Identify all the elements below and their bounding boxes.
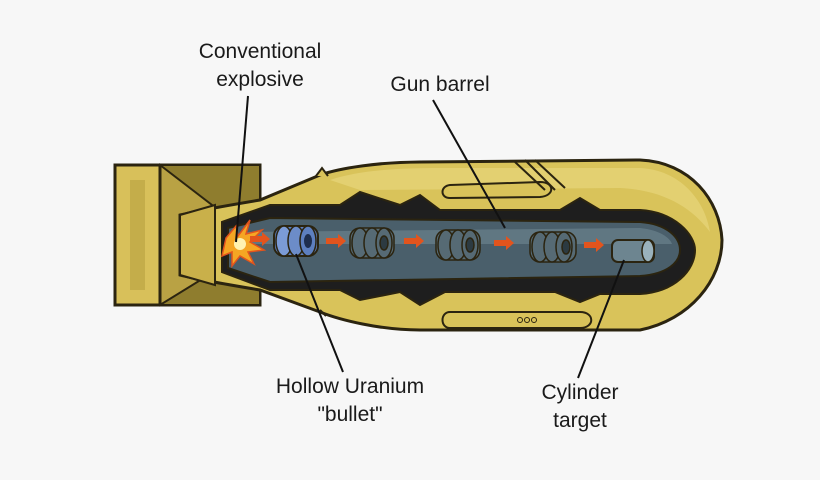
bullet-leader-line [295,253,344,373]
barrel-leader-line [432,99,506,229]
hollow-uranium-bullet [273,225,319,257]
target-label-line2: target [553,409,607,432]
casing-nose [179,203,216,287]
bullet-label-line1: Hollow Uranium [275,375,425,398]
target-label-line1: Cylinder [541,381,619,404]
ring-position-4 [529,231,577,263]
ring-position-3 [435,229,481,261]
bullet-label-line2: "bullet" [317,403,383,426]
conventional-explosive-label: Conventional explosive [180,38,340,94]
top-fitting [441,180,553,200]
bottom-fitting [441,311,593,329]
motion-arrows [250,232,604,252]
gun-barrel-label: Gun barrel [390,73,490,96]
cylinder-target [611,239,655,263]
explosive-label-line1: Conventional [198,40,322,63]
hollow-uranium-bullet-label: Hollow Uranium "bullet" [255,373,445,429]
explosive-label-line2: explosive [216,68,304,91]
leader-lines [235,95,625,379]
target-leader-line [577,259,625,379]
cylinder-target-label: Cylinder target [520,379,640,435]
explosive-leader-line [235,95,249,243]
ring-position-2 [349,227,395,259]
